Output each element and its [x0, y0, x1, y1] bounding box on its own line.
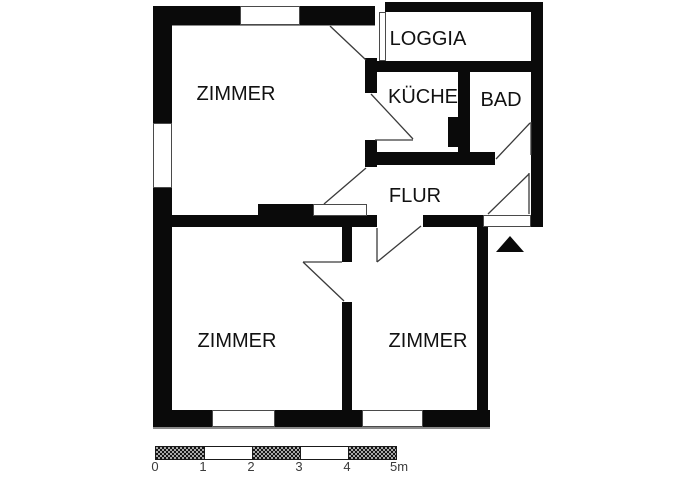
entrance-threshold	[483, 215, 531, 227]
wall-zimmer-flur	[365, 140, 377, 167]
room-label-bad: BAD	[480, 89, 522, 111]
zimmer-left-door-swing	[302, 261, 345, 302]
scale-segment-4-5	[348, 447, 396, 459]
window-left	[153, 123, 172, 188]
scale-tick-1: 1	[199, 459, 207, 474]
loggia-door-swing	[329, 25, 367, 61]
scale-segment-0-1	[156, 447, 204, 459]
room-label-zimmer-right: ZIMMER	[388, 330, 468, 352]
scale-bar	[155, 446, 397, 460]
door-leaf-zimmer-top	[313, 204, 367, 216]
wall-middle-corner	[531, 215, 543, 227]
scale-tick-0: 0	[151, 459, 159, 474]
room-label-flur: FLUR	[388, 185, 442, 207]
window-sill-line	[153, 427, 490, 429]
entrance-arrow-icon	[496, 236, 524, 252]
wall-top-inner-edge	[172, 25, 375, 26]
duct-block	[448, 117, 470, 147]
scale-tick-5m: 5m	[389, 459, 409, 474]
scale-tick-2: 2	[247, 459, 255, 474]
wall-loggia-bottom	[375, 61, 543, 72]
wall-lower-right	[477, 227, 488, 410]
scale-tick-3: 3	[295, 459, 303, 474]
bad-door-swing	[495, 122, 531, 160]
entrance-door-swing	[487, 173, 530, 215]
scale-tick-4: 4	[343, 459, 351, 474]
room-label-zimmer-top: ZIMMER	[196, 83, 276, 105]
room-label-kueche: KÜCHE	[387, 86, 458, 108]
wall-middle-right	[423, 215, 483, 227]
room-label-loggia: LOGGIA	[389, 28, 467, 50]
wall-right	[531, 2, 543, 227]
scale-segment-3-4	[300, 447, 348, 459]
window-bottom-right	[362, 410, 423, 427]
loggia-glazing	[379, 12, 386, 61]
wall-bottom-c	[423, 410, 490, 427]
wall-lower-divider-upper	[342, 227, 352, 262]
wall-middle-left	[153, 215, 377, 227]
window-top	[240, 6, 300, 25]
room-label-zimmer-left: ZIMMER	[197, 330, 277, 352]
window-bottom-left	[212, 410, 275, 427]
wall-lower-divider-lower	[342, 302, 352, 410]
wall-loggia-top	[385, 2, 543, 12]
wall-bottom-b	[275, 410, 362, 427]
wall-bottom-a	[153, 410, 212, 427]
shaft-block	[258, 204, 313, 216]
scale-segment-1-2	[204, 447, 252, 459]
scale-segment-2-3	[252, 447, 300, 459]
wall-flur-top	[375, 152, 495, 165]
wall-zimmer-kueche-upper	[365, 58, 377, 93]
zimmer-right-door-swing	[376, 225, 422, 263]
